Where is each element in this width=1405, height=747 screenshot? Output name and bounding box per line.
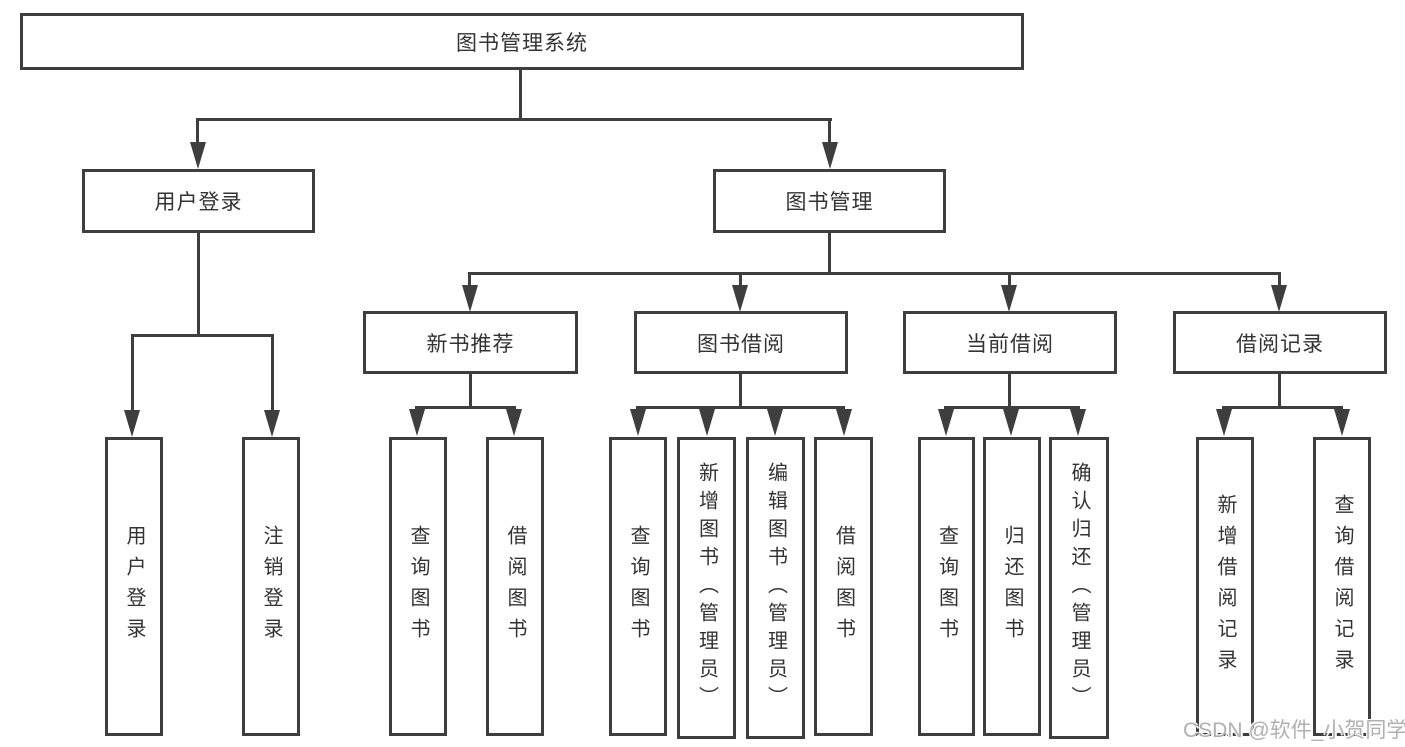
connector-line bbox=[1278, 373, 1281, 409]
node-new-book-recommend-label: 新书推荐 bbox=[426, 332, 515, 356]
arrow-head bbox=[699, 409, 715, 436]
arrow-head bbox=[1070, 409, 1086, 436]
connector-line bbox=[469, 373, 472, 409]
connector-line bbox=[519, 68, 522, 121]
leaf-recommend-borrow-book: 借阅图书 bbox=[486, 437, 544, 736]
connector-line bbox=[636, 406, 845, 409]
leaf-recommend-query-book: 查询图书 bbox=[389, 437, 447, 736]
connector-line bbox=[131, 334, 134, 412]
leaf-records-add-record: 新增借阅记录 bbox=[1196, 437, 1254, 736]
leaf-user-login-label: 用户登录 bbox=[123, 524, 145, 649]
arrow-head bbox=[506, 409, 522, 436]
connector-line bbox=[1008, 373, 1011, 409]
connector-line bbox=[828, 118, 831, 146]
leaf-borrow-edit-book: 编辑图书（管理员） bbox=[746, 437, 805, 739]
arrow-head bbox=[264, 410, 280, 437]
node-user-login: 用户登录 bbox=[82, 169, 315, 233]
connector-line bbox=[196, 118, 199, 146]
node-book-borrow: 图书借阅 bbox=[634, 311, 848, 374]
leaf-borrow-query-book-label: 查询图书 bbox=[627, 524, 649, 649]
leaf-borrow-borrow-book: 借阅图书 bbox=[814, 437, 873, 736]
connector-line bbox=[944, 406, 1080, 409]
arrow-head bbox=[822, 142, 838, 169]
leaf-current-return-book: 归还图书 bbox=[983, 437, 1041, 736]
arrow-head bbox=[732, 285, 748, 312]
node-new-book-recommend: 新书推荐 bbox=[363, 311, 578, 374]
leaf-current-query-book: 查询图书 bbox=[918, 437, 975, 736]
arrow-head bbox=[124, 410, 140, 437]
leaf-recommend-query-book-label: 查询图书 bbox=[407, 524, 429, 649]
node-borrow-records-label: 借阅记录 bbox=[1236, 332, 1324, 356]
leaf-logout-label: 注销登录 bbox=[260, 524, 282, 649]
connector-line bbox=[196, 118, 832, 121]
arrow-head bbox=[630, 409, 646, 436]
leaf-records-query-record: 查询借阅记录 bbox=[1313, 437, 1371, 736]
node-current-borrow: 当前借阅 bbox=[903, 311, 1117, 374]
leaf-current-confirm-return: 确认归还（管理员） bbox=[1049, 437, 1109, 739]
connector-line bbox=[739, 272, 742, 288]
connector-line bbox=[828, 232, 831, 274]
connector-line bbox=[1278, 272, 1281, 288]
node-book-management-label: 图书管理 bbox=[785, 191, 874, 214]
leaf-borrow-borrow-book-label: 借阅图书 bbox=[832, 524, 855, 649]
node-borrow-records: 借阅记录 bbox=[1173, 311, 1387, 374]
arrow-head bbox=[1334, 409, 1350, 436]
node-book-borrow-label: 图书借阅 bbox=[697, 332, 785, 356]
connector-line bbox=[739, 373, 742, 409]
arrow-head bbox=[462, 285, 478, 312]
node-book-management: 图书管理 bbox=[713, 169, 946, 233]
arrow-head bbox=[767, 409, 783, 436]
connector-line bbox=[1008, 272, 1011, 288]
arrow-head bbox=[1271, 285, 1287, 312]
node-root-label: 图书管理系统 bbox=[456, 31, 588, 55]
leaf-records-query-record-label: 查询借阅记录 bbox=[1331, 493, 1353, 680]
leaf-current-confirm-return-label: 确认归还（管理员） bbox=[1068, 462, 1090, 714]
leaf-borrow-add-book-label: 新增图书（管理员） bbox=[695, 462, 718, 714]
arrow-head bbox=[409, 409, 425, 436]
leaf-borrow-add-book: 新增图书（管理员） bbox=[677, 437, 736, 739]
leaf-borrow-edit-book-label: 编辑图书（管理员） bbox=[764, 462, 787, 714]
arrow-head bbox=[1003, 409, 1019, 436]
node-root: 图书管理系统 bbox=[20, 13, 1024, 70]
leaf-current-return-book-label: 归还图书 bbox=[1001, 524, 1023, 649]
connector-line bbox=[1222, 406, 1343, 409]
arrow-head bbox=[938, 409, 954, 436]
arrow-head bbox=[836, 409, 852, 436]
leaf-borrow-query-book: 查询图书 bbox=[609, 437, 667, 736]
connector-line bbox=[197, 232, 200, 337]
leaf-current-query-book-label: 查询图书 bbox=[935, 524, 958, 649]
node-user-login-label: 用户登录 bbox=[154, 191, 243, 214]
leaf-user-login: 用户登录 bbox=[105, 437, 163, 736]
arrow-head bbox=[1001, 285, 1017, 312]
leaf-logout: 注销登录 bbox=[242, 437, 300, 736]
leaf-recommend-borrow-book-label: 借阅图书 bbox=[504, 524, 526, 649]
connector-line bbox=[271, 334, 274, 412]
connector-line bbox=[468, 272, 471, 288]
node-current-borrow-label: 当前借阅 bbox=[966, 332, 1054, 356]
connector-line bbox=[468, 272, 1281, 275]
arrow-head bbox=[190, 142, 206, 169]
leaf-records-add-record-label: 新增借阅记录 bbox=[1214, 493, 1236, 680]
watermark-text: CSDN @软件_小贺同学 bbox=[1183, 719, 1405, 742]
arrow-head bbox=[1216, 409, 1232, 436]
connector-line bbox=[131, 334, 274, 337]
connector-line bbox=[415, 406, 516, 409]
